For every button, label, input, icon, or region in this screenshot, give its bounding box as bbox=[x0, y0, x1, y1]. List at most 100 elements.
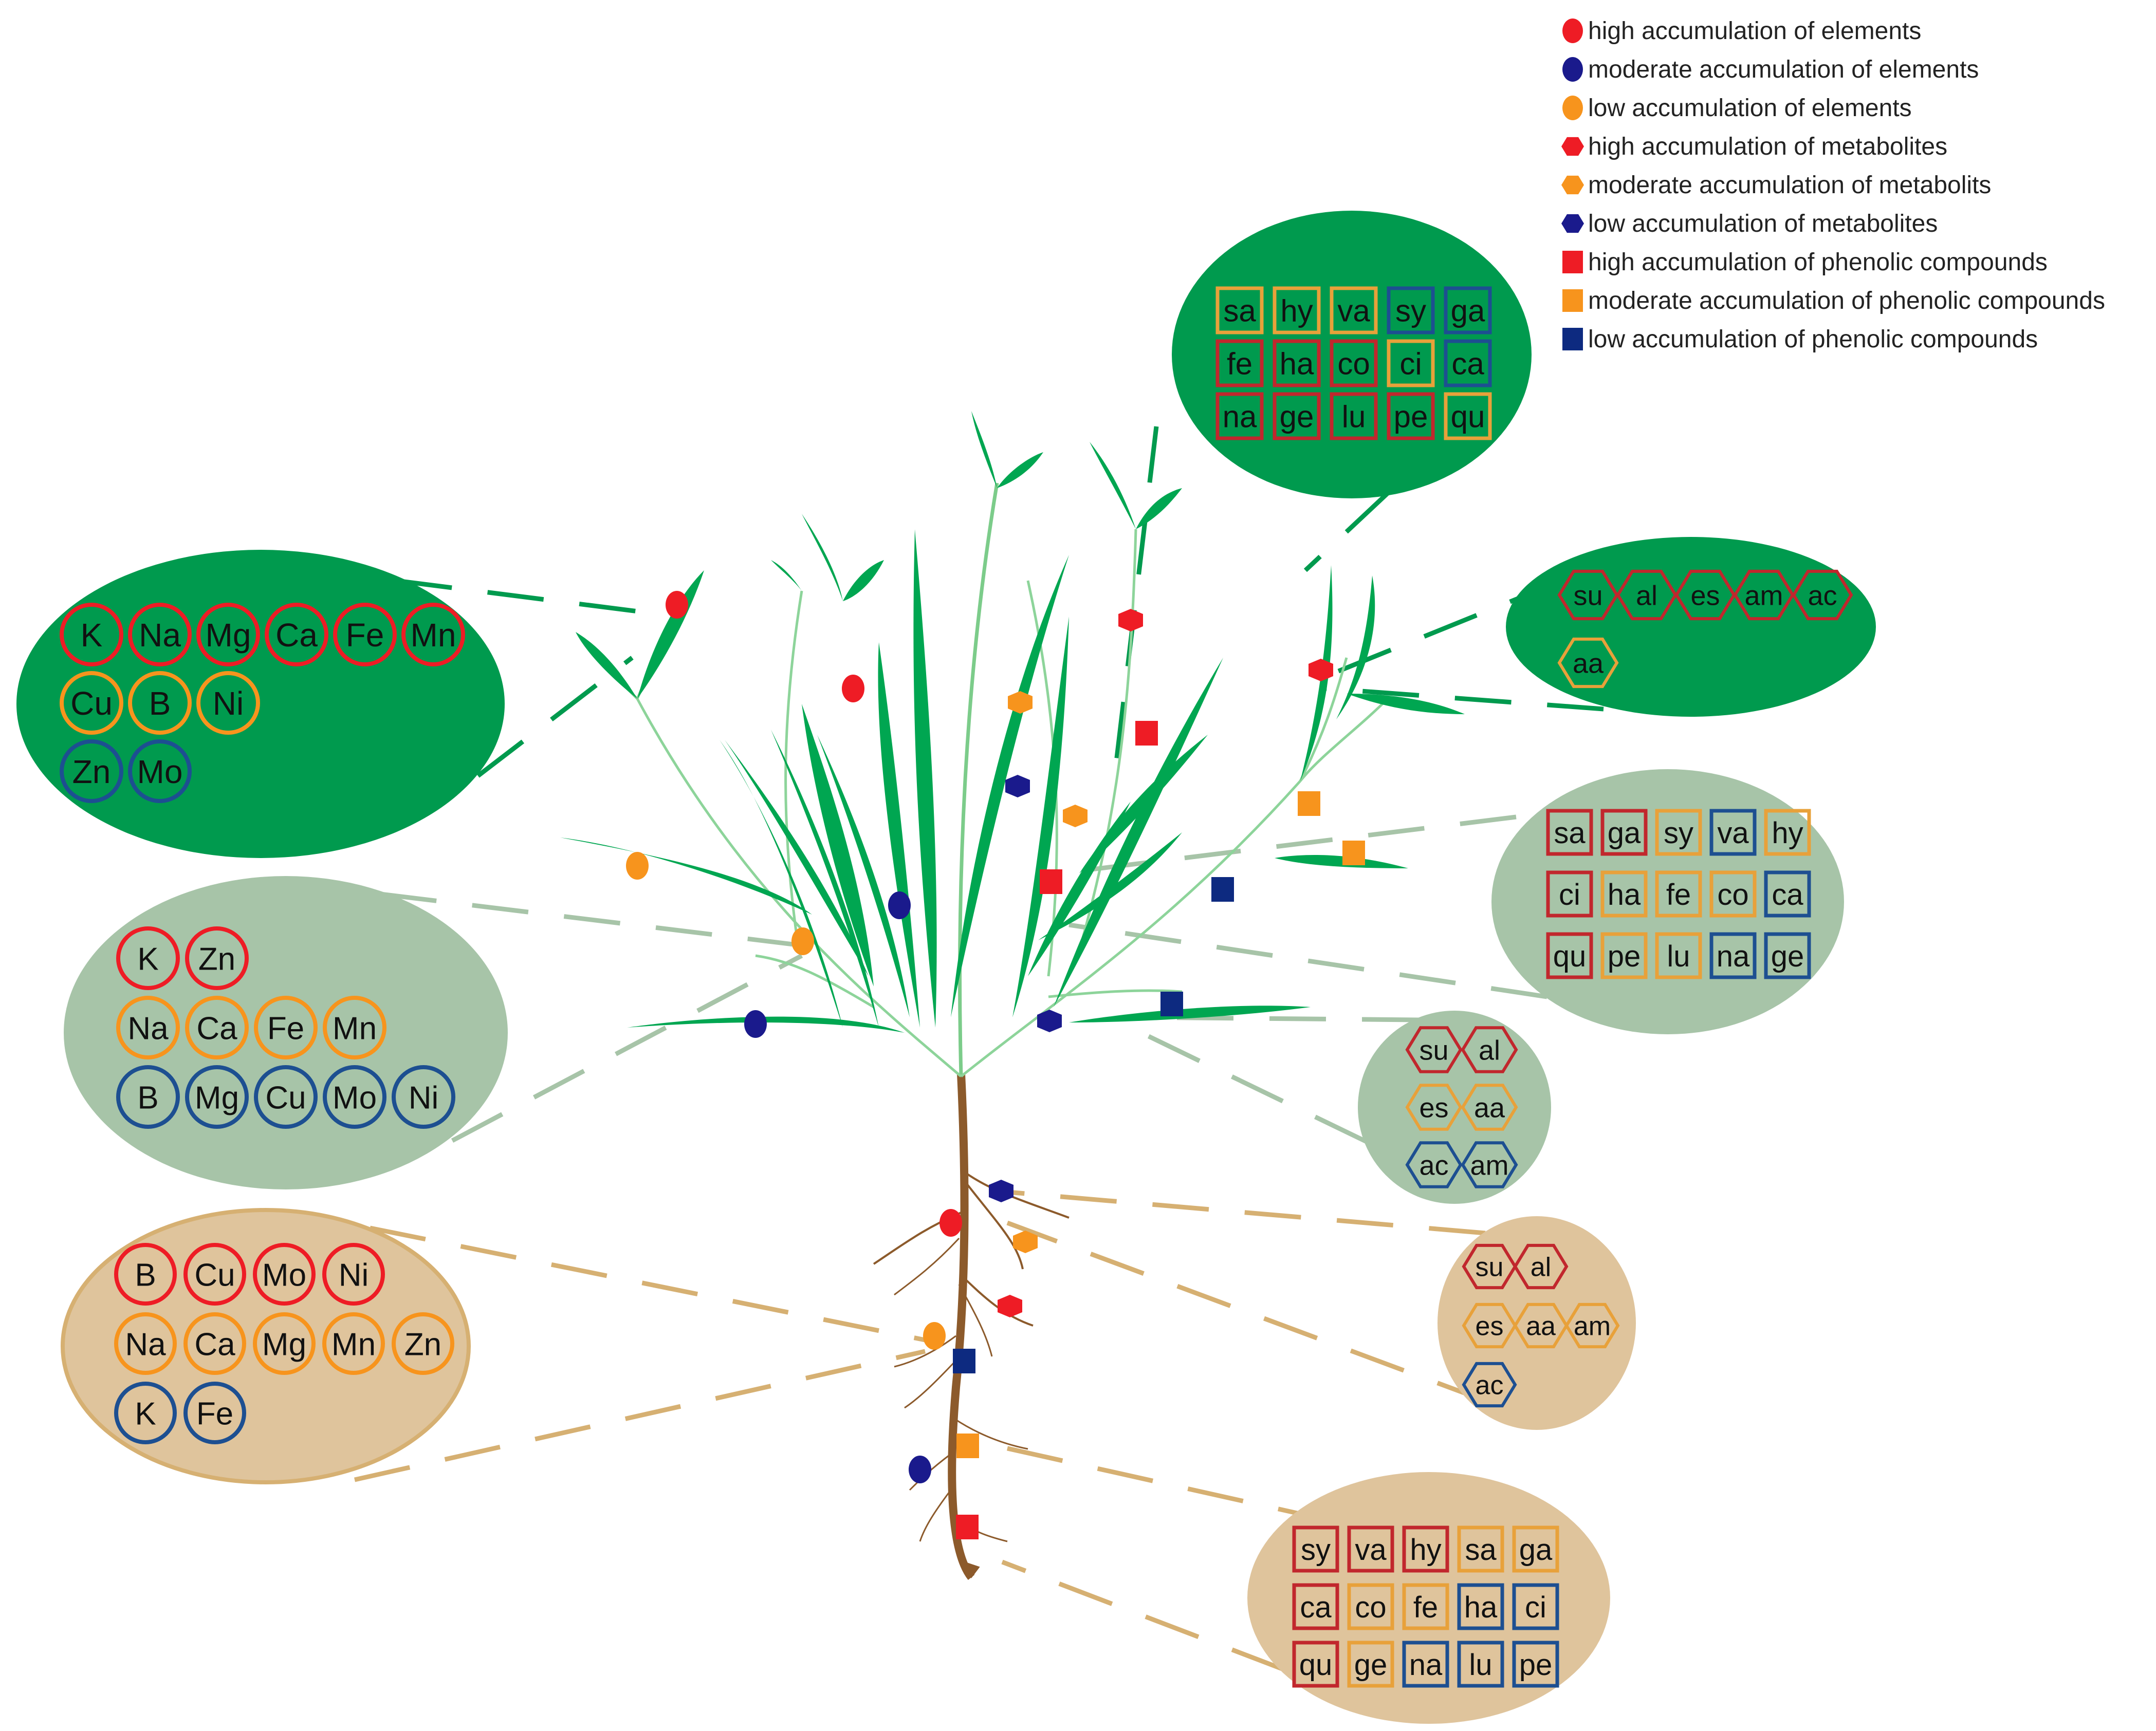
item-label: co bbox=[1717, 878, 1748, 911]
item-ring bbox=[196, 671, 260, 735]
item-mg: Mg bbox=[253, 1312, 316, 1375]
item-box bbox=[1512, 1525, 1559, 1573]
item-hy: hy bbox=[1273, 286, 1321, 334]
item-cu: Cu bbox=[183, 1243, 246, 1306]
item-pe: pe bbox=[1512, 1641, 1559, 1688]
legend-square-icon bbox=[1562, 251, 1583, 273]
item-hexagon bbox=[1564, 1302, 1620, 1349]
item-box bbox=[1330, 286, 1378, 334]
marker-moderate-phenolic bbox=[1298, 791, 1320, 816]
connector-root-metabolites-bottom bbox=[1006, 1220, 1491, 1405]
item-box bbox=[1292, 1525, 1339, 1573]
item-label: Zn bbox=[404, 1327, 441, 1362]
item-label: sa bbox=[1554, 816, 1586, 850]
connector-root-phenolics-top bbox=[986, 1441, 1424, 1544]
marker-low-phenolic bbox=[1211, 877, 1234, 902]
item-box bbox=[1512, 1583, 1559, 1630]
item-ring bbox=[196, 603, 260, 666]
item-box bbox=[1546, 870, 1593, 918]
item-label: Cu bbox=[265, 1080, 306, 1115]
item-hexagon bbox=[1557, 569, 1619, 621]
item-hexagon bbox=[1462, 1362, 1517, 1408]
item-fe: fe bbox=[1655, 870, 1702, 918]
item-hexagon bbox=[1461, 1141, 1518, 1188]
leaves bbox=[560, 411, 1465, 1033]
item-am: am bbox=[1733, 569, 1795, 621]
item-mg: Mg bbox=[196, 603, 260, 666]
connector-root-metabolites-top bbox=[1007, 1189, 1486, 1236]
item-label: va bbox=[1337, 294, 1370, 328]
item-mn: Mn bbox=[323, 996, 386, 1059]
item-box bbox=[1347, 1583, 1394, 1630]
item-hexagon bbox=[1461, 1084, 1518, 1131]
item-ac: ac bbox=[1462, 1362, 1517, 1408]
item-ring bbox=[60, 671, 123, 735]
item-label: ca bbox=[1451, 347, 1484, 381]
item-co: co bbox=[1330, 339, 1378, 387]
item-label: sy bbox=[1301, 1533, 1331, 1567]
item-label: al bbox=[1479, 1035, 1500, 1066]
legend-entry: high accumulation of phenolic compounds bbox=[1562, 249, 2048, 276]
item-label: am bbox=[1574, 1312, 1611, 1342]
item-label: sa bbox=[1465, 1533, 1497, 1567]
item-ge: ge bbox=[1273, 392, 1321, 440]
marker-moderate-phenolic bbox=[956, 1434, 979, 1458]
item-label: Mg bbox=[206, 617, 251, 654]
item-ring bbox=[60, 739, 123, 803]
item-hexagon bbox=[1513, 1243, 1569, 1290]
item-ring bbox=[401, 603, 465, 666]
item-box bbox=[1444, 392, 1492, 440]
item-ci: ci bbox=[1387, 339, 1435, 387]
item-label: ga bbox=[1519, 1533, 1553, 1567]
legend-label: moderate accumulation of metabolits bbox=[1588, 172, 1991, 199]
item-label: Cu bbox=[70, 685, 113, 722]
item-label: lu bbox=[1667, 940, 1690, 973]
connector-stem-phenolics-top bbox=[1058, 814, 1517, 876]
legend-entry: high accumulation of metabolites bbox=[1561, 133, 1947, 160]
item-hexagon bbox=[1462, 1243, 1517, 1290]
marker-high-metabolite bbox=[1309, 659, 1333, 681]
item-box bbox=[1546, 809, 1593, 856]
item-hy: hy bbox=[1402, 1525, 1449, 1573]
item-label: Ni bbox=[213, 685, 244, 722]
item-label: ga bbox=[1451, 294, 1485, 328]
item-na: Na bbox=[128, 603, 192, 666]
item-label: na bbox=[1223, 400, 1257, 434]
item-ca: Ca bbox=[183, 1312, 246, 1375]
item-label: ci bbox=[1559, 878, 1580, 911]
item-box bbox=[1709, 870, 1757, 918]
item-box bbox=[1292, 1641, 1339, 1688]
marker-moderate-element bbox=[888, 891, 911, 919]
item-ring bbox=[253, 1312, 316, 1375]
item-label: K bbox=[81, 617, 103, 654]
item-ge: ge bbox=[1764, 932, 1811, 979]
item-label: Zn bbox=[72, 753, 111, 790]
item-label: aa bbox=[1573, 648, 1604, 679]
item-ga: ga bbox=[1512, 1525, 1559, 1573]
item-box bbox=[1273, 392, 1321, 440]
item-al: al bbox=[1513, 1243, 1569, 1290]
connector-stem-elements-bottom bbox=[451, 954, 803, 1143]
item-qu: qu bbox=[1292, 1641, 1339, 1688]
marker-high-element bbox=[939, 1209, 962, 1237]
item-label: pe bbox=[1394, 400, 1428, 434]
item-va: va bbox=[1709, 809, 1757, 856]
item-label: Ca bbox=[194, 1327, 235, 1362]
item-ring bbox=[60, 603, 123, 666]
item-label: Ca bbox=[196, 1011, 237, 1046]
item-al: al bbox=[1616, 569, 1678, 621]
item-box bbox=[1215, 286, 1264, 334]
legend-circle-icon bbox=[1562, 18, 1583, 43]
item-label: ha bbox=[1464, 1591, 1498, 1624]
item-label: B bbox=[135, 1257, 156, 1293]
item-ring bbox=[322, 1243, 385, 1306]
item-label: ac bbox=[1808, 580, 1837, 611]
item-label: Mg bbox=[262, 1327, 306, 1362]
item-mn: Mn bbox=[322, 1312, 385, 1375]
marker-moderate-element bbox=[744, 1010, 767, 1038]
item-ring bbox=[128, 603, 192, 666]
item-hexagon bbox=[1733, 569, 1795, 621]
